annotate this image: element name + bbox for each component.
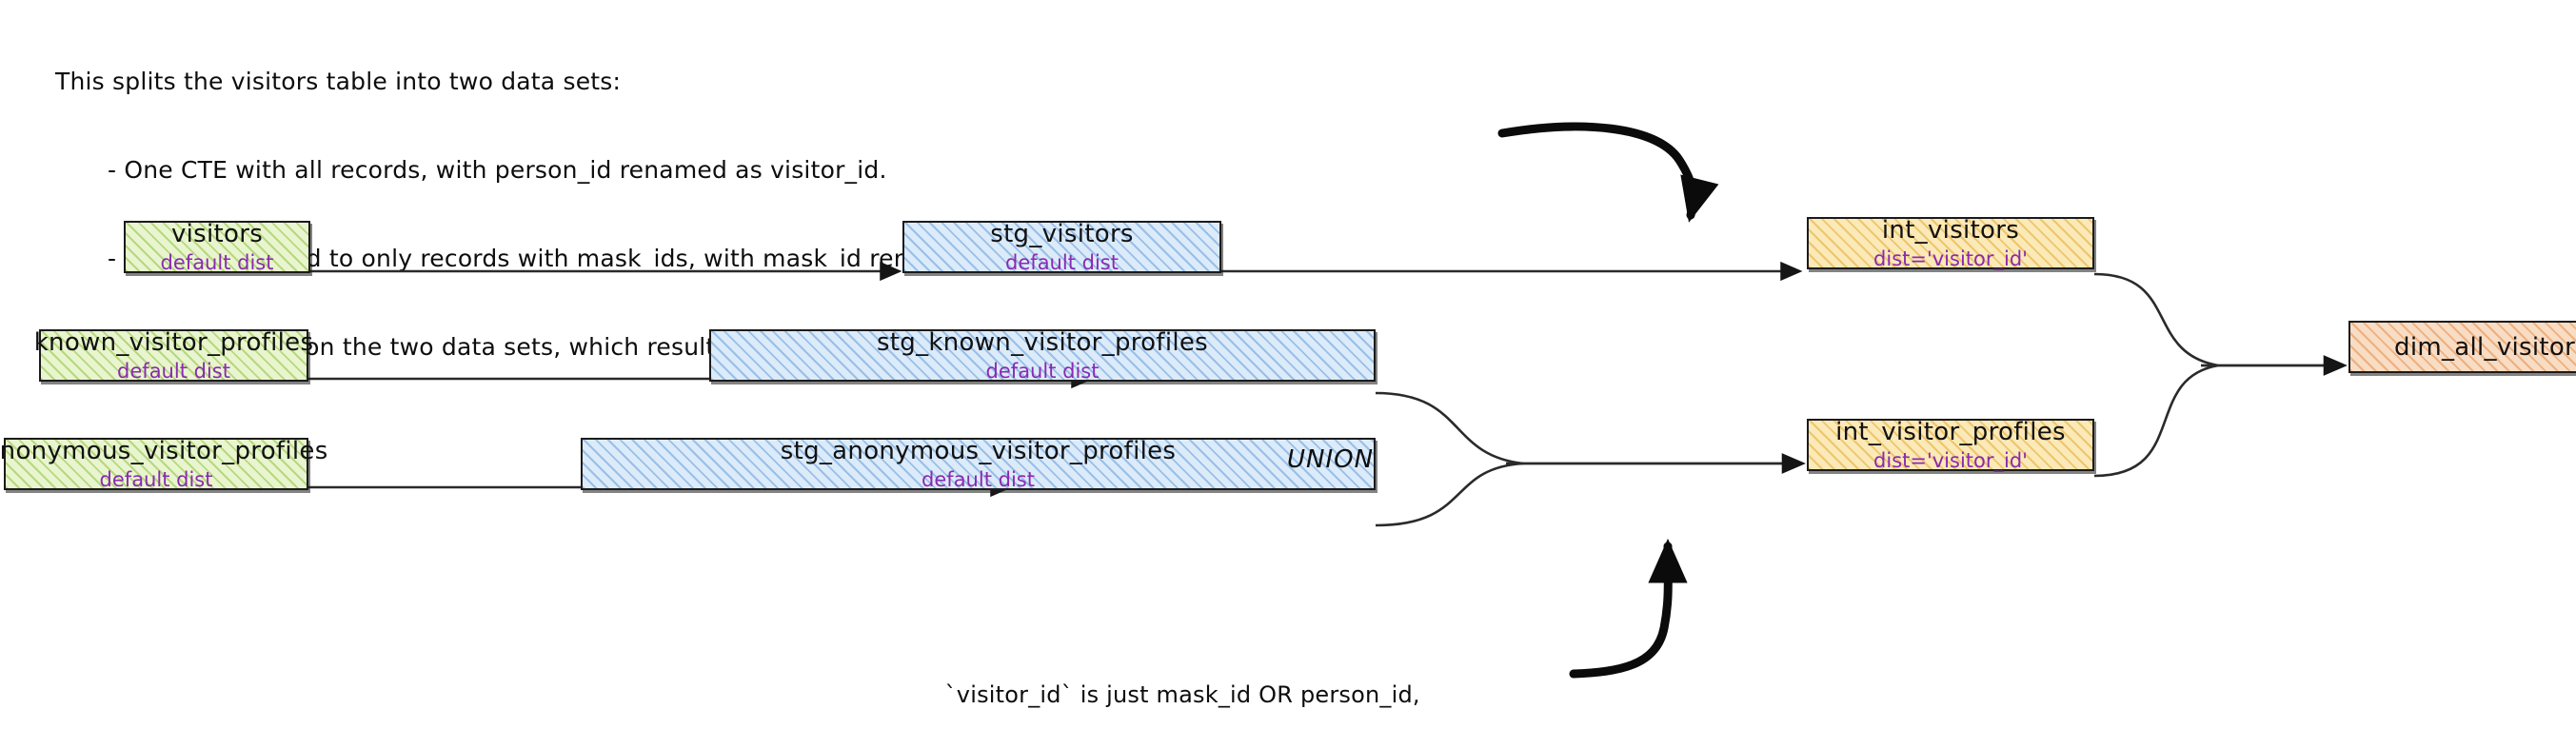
node-dist-style: default dist [99, 467, 213, 491]
node-title: stg_known_visitor_profiles [876, 327, 1209, 357]
node-dim-all-visitors[interactable]: dim_all_visitors [2348, 321, 2576, 373]
callout-arrow-bottom [1569, 538, 1688, 679]
header-lead-line: This splits the visitors table into two … [55, 68, 622, 95]
edge-stg-anonymous-to-int-profiles [1375, 462, 1524, 527]
node-int-visitors[interactable]: int_visitors dist='visitor_id' [1807, 215, 2094, 270]
bottom-annotation: `visitor_id` is just mask_id OR person_i… [914, 619, 1451, 749]
node-dist-style: default dist [117, 359, 230, 383]
node-dist-style: dist='visitor_id' [1873, 448, 2028, 472]
node-title: int_visitors [1881, 215, 2020, 245]
node-title: known_visitor_profiles [33, 327, 314, 357]
node-title: visitors [170, 219, 264, 248]
node-title: stg_anonymous_visitor_profiles [780, 436, 1177, 465]
node-stg-visitors[interactable]: stg_visitors default dist [902, 219, 1221, 274]
node-stg-anonymous-visitor-profiles[interactable]: stg_anonymous_visitor_profiles default d… [581, 436, 1376, 491]
node-anonymous-visitor-profiles[interactable]: anonymous_visitor_profiles default dist [0, 437, 327, 491]
node-int-visitor-profiles[interactable]: int_visitor_profiles dist='visitor_id' [1807, 417, 2094, 472]
callout-arrow-top [1497, 122, 1719, 223]
bottom-note-line-1: `visitor_id` is just mask_id OR person_i… [944, 681, 1420, 708]
node-dist-style: default dist [160, 250, 274, 274]
node-title: dim_all_visitors [2394, 332, 2576, 362]
edge-stg-known-to-int-profiles [1375, 391, 1524, 465]
node-stg-known-visitor-profiles[interactable]: stg_known_visitor_profiles default dist [709, 327, 1376, 383]
header-bullet-1: - One CTE with all records, with person_… [108, 156, 887, 184]
node-dist-style: default dist [985, 359, 1100, 383]
node-known-visitor-profiles[interactable]: known_visitor_profiles default dist [34, 328, 313, 383]
node-dist-style: default dist [921, 467, 1035, 491]
node-title: stg_visitors [990, 219, 1134, 248]
node-title: anonymous_visitor_profiles [0, 436, 328, 465]
node-dist-style: dist='visitor_id' [1873, 246, 2028, 270]
edge-int-visitors-to-dim [2093, 272, 2219, 367]
union-edge-label: UNION [1287, 445, 1375, 474]
node-title: int_visitor_profiles [1835, 417, 2066, 446]
node-dist-style: default dist [1005, 250, 1119, 274]
edge-int-profiles-to-dim [2093, 364, 2219, 478]
node-visitors[interactable]: visitors default dist [124, 219, 310, 274]
